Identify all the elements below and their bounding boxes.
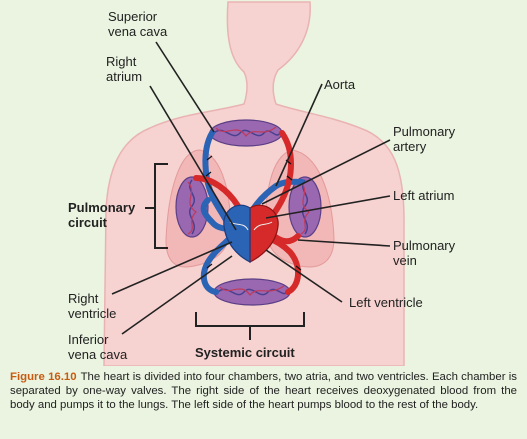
leader-lines	[111, 41, 391, 335]
label-right-atrium: Right atrium	[106, 54, 143, 84]
upper-capillary-bed	[209, 119, 283, 147]
label-aorta: Aorta	[324, 77, 356, 92]
label-left-atrium: Left atrium	[393, 188, 455, 203]
systemic-circuit-bracket	[195, 312, 305, 340]
left-lung-capillary-bed	[288, 176, 322, 238]
caption-text: The heart is divided into four chambers,…	[10, 371, 517, 412]
flow-markers	[205, 155, 302, 271]
label-left-ventricle: Left ventricle	[349, 295, 423, 310]
circulatory-diagram	[103, 1, 405, 366]
label-pulmonary-circuit: Pulmonary circuit	[68, 200, 136, 230]
heart-left-side	[249, 204, 279, 263]
label-right-ventricle: Right ventricle	[68, 291, 117, 321]
label-inferior-vena-cava: Inferior vena cava	[68, 332, 128, 362]
label-superior-vena-cava: Superior vena cava	[108, 9, 168, 39]
lower-capillary-bed	[213, 278, 291, 306]
label-systemic-circuit: Systemic circuit	[195, 345, 295, 360]
right-lung-capillary-bed	[175, 176, 209, 238]
pulmonary-circuit-bracket	[145, 163, 168, 249]
label-pulmonary-vein: Pulmonary vein	[393, 238, 456, 268]
body-silhouette	[103, 1, 405, 366]
figure-number: Figure 16.10	[10, 371, 77, 383]
label-pulmonary-artery: Pulmonary artery	[393, 124, 456, 154]
